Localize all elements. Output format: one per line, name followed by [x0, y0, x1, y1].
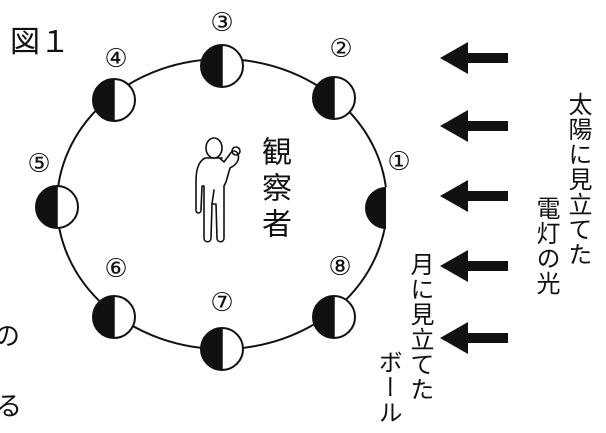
moon-ball-7: [200, 327, 244, 371]
position-mark-5: ⑤: [27, 149, 50, 179]
light-arrow-icon: [440, 110, 508, 142]
light-arrow-icon: [440, 322, 508, 354]
observer-figure-icon: [195, 137, 241, 243]
partial-text-1: の: [0, 322, 21, 352]
position-mark-8: ⑧: [328, 252, 351, 282]
light-arrows: [440, 42, 508, 354]
position-mark-4: ④: [104, 44, 127, 74]
light-arrow-icon: [440, 180, 508, 212]
position-mark-7: ⑦: [210, 288, 233, 318]
figure-label: 図１: [10, 25, 70, 60]
moon-ball-8: [312, 295, 356, 339]
sun-label-line1: 太陽に見立てた: [564, 92, 592, 267]
position-mark-1: ①: [387, 147, 410, 177]
moon-ball-3: [200, 44, 244, 88]
moon-label-line2: ボール: [374, 350, 402, 425]
moon-balls: [35, 44, 407, 371]
position-mark-2: ②: [329, 34, 352, 64]
observer-label: 観察者: [256, 136, 291, 244]
position-marks: ① ② ③ ④ ⑤ ⑥ ⑦ ⑧: [27, 8, 410, 318]
moon-label-line1: 月に見立てた: [406, 252, 434, 402]
partial-text-2: る: [0, 392, 23, 422]
moon-ball-2: [312, 76, 356, 120]
moon-ball-6: [92, 295, 136, 339]
position-mark-3: ③: [210, 8, 233, 38]
sun-label-line2: 電灯の光: [532, 196, 560, 296]
moon-ball-4: [92, 78, 136, 122]
light-arrow-icon: [440, 250, 508, 282]
position-mark-6: ⑥: [104, 254, 127, 284]
light-arrow-icon: [440, 42, 508, 74]
moon-ball-1: [365, 187, 407, 229]
moon-ball-5: [35, 185, 79, 229]
